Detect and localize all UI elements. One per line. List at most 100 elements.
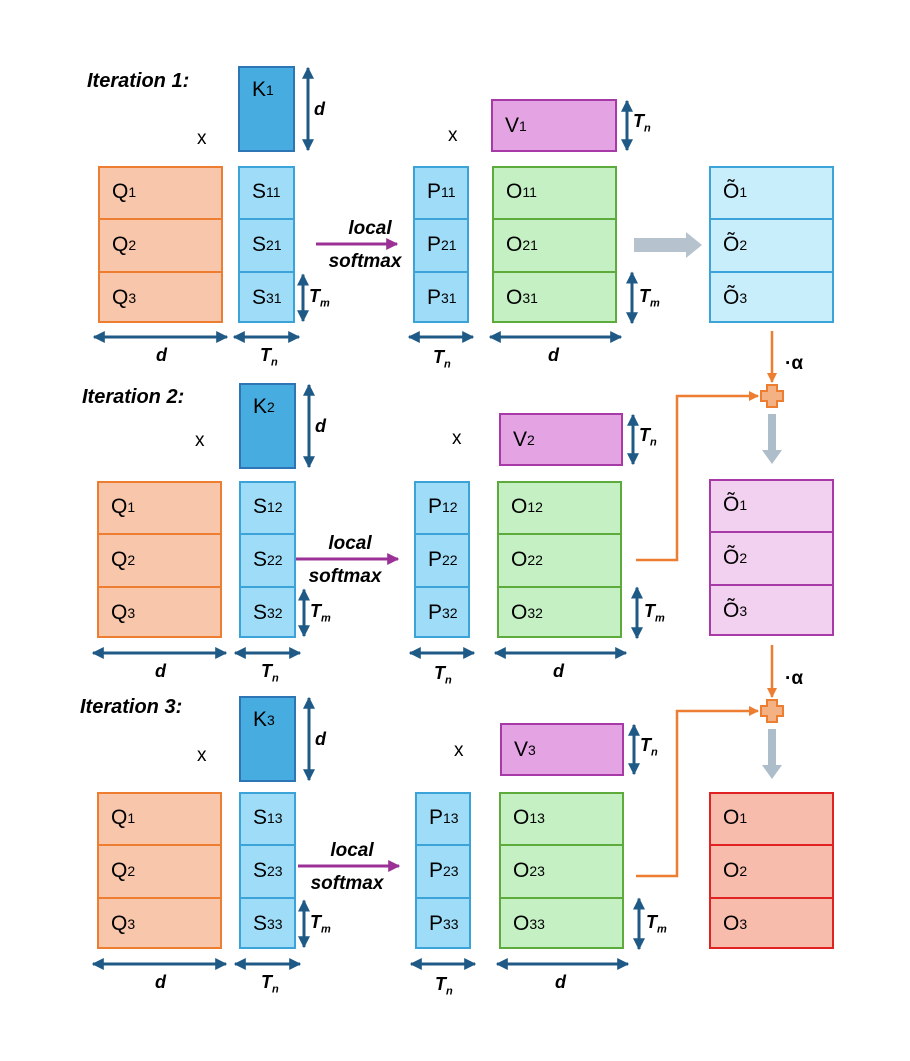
iteration-1-o-dim-label: d xyxy=(548,345,559,366)
iteration-1-q-block-cell-label-base: Q xyxy=(112,233,129,257)
iteration-1-s-block-cell-label-base: S xyxy=(252,180,267,204)
iteration-3-q-block-cell-label-base: Q xyxy=(111,911,128,935)
final-output-block-cell-label-subscript: 3 xyxy=(739,915,748,932)
iteration-2-title: Iteration 2: xyxy=(82,386,184,409)
iteration-2-o-tm-label-T: T xyxy=(644,600,655,621)
iteration-2-o-block-cell-label-base: O xyxy=(511,548,528,572)
iteration-2-o-tm-label: Tm xyxy=(644,601,665,625)
iteration-3-s-dim-label-sub: n xyxy=(272,983,279,996)
iteration-2-o-block-cell-label-subscript: 12 xyxy=(527,499,543,516)
iteration-2-q-block-cell-label-subscript: 3 xyxy=(127,604,136,621)
iteration-3-v-dim-label-T: T xyxy=(640,735,651,755)
iteration-1-s-dim-label: Tn xyxy=(260,345,278,369)
iteration-2-k-dim-label-text: d xyxy=(315,416,326,436)
iteration-2-p-block-cell-label-base: P xyxy=(428,548,443,572)
alpha-label-1-text: ·α xyxy=(785,353,804,374)
iteration-1-o-block-cell-label-base: O xyxy=(506,180,523,204)
iteration-3-k-dim-label-text: d xyxy=(315,729,326,749)
iteration-1-softmax-label-text: softmax xyxy=(328,251,402,272)
iteration-1-s-tm-label-T: T xyxy=(309,285,320,306)
iteration-1-p-dim-label-sub: n xyxy=(444,358,451,371)
iteration-1-s-tm-label-sub: m xyxy=(320,297,330,310)
iteration-2-o-dim-label-text: d xyxy=(553,661,564,681)
iteration-3-s-tm-label-T: T xyxy=(310,911,321,932)
iteration-2-p-block-cell-label-subscript: 32 xyxy=(442,604,458,621)
iteration-3-q-block-cell-label-base: Q xyxy=(111,806,128,830)
iteration-3-times-pv: x xyxy=(454,740,464,762)
iteration-3-o-block-cell-label-subscript: 23 xyxy=(529,863,545,880)
iteration-1-s-dim-label-T: T xyxy=(260,345,271,365)
iteration-2-s-block-cell-label-base: S xyxy=(253,548,268,572)
combine-arrow-2 xyxy=(636,706,759,878)
iteration-3-o-dim-label-text: d xyxy=(555,972,566,992)
alpha-label-2: ·α xyxy=(785,668,803,690)
iteration-2-o-block-cell-label-base: O xyxy=(511,495,528,519)
iteration-3-title-text: Iteration 3: xyxy=(80,696,183,718)
iteration-3-v-block-label-base: V xyxy=(514,737,529,761)
iteration-2-p-block-cell-label-base: P xyxy=(428,495,443,519)
iteration-3-v-dim-label: Tn xyxy=(640,735,658,759)
final-output-block-cell-label-base: O xyxy=(723,806,740,830)
iteration-2-v-dim-label-T: T xyxy=(639,425,650,445)
iteration-2-s-tm-label-T: T xyxy=(310,600,321,621)
otilde-after-iteration-2-block-cell-label-base: Õ xyxy=(723,493,740,517)
iteration-3-s-block-cell-label-subscript: 33 xyxy=(267,915,283,932)
iteration-2-p-dim-label-sub: n xyxy=(445,674,452,687)
iteration-1-s-block-cell-label-base: S xyxy=(252,233,267,257)
otilde-after-iteration-2-block-cell-label-base: Õ xyxy=(723,546,740,570)
iteration-2-q-block-cell-label-base: Q xyxy=(111,600,128,624)
iteration-1-p-block-cell-label-base: P xyxy=(427,233,442,257)
iteration-3-p-block-cell-label-subscript: 33 xyxy=(443,915,459,932)
iteration-1-q-block-cell-label-subscript: 3 xyxy=(128,289,137,306)
final-output-block-cell-label-subscript: 2 xyxy=(739,863,748,880)
iteration-3-times-pv-text: x xyxy=(454,740,464,761)
otilde-after-iteration-1-block-cell-label-base: Õ xyxy=(723,285,740,309)
iteration-2-s-block-cell-label-subscript: 32 xyxy=(267,604,283,621)
iteration-3-softmax-label-text: softmax xyxy=(310,873,384,894)
iteration-1-v-block-label-subscript: 1 xyxy=(519,117,527,134)
iteration-1-v-dim-label-T: T xyxy=(633,111,644,131)
iteration-1-o-block-cell-label-subscript: 31 xyxy=(522,289,538,306)
iteration-2-v-block-label-base: V xyxy=(513,427,528,451)
iteration-1-o-tm-label-T: T xyxy=(639,285,650,306)
iteration-2-p-block-cell-label-subscript: 12 xyxy=(442,499,458,516)
iteration-3-s-block-cell-label-subscript: 13 xyxy=(267,810,283,827)
otilde-after-iteration-1-block-cell-label-base: Õ xyxy=(723,180,740,204)
iteration-1-s-dim-label-sub: n xyxy=(271,356,278,369)
iteration-1-times-qk: x xyxy=(197,128,207,150)
iteration-3-s-tm-label: Tm xyxy=(310,912,331,936)
iteration-3-times-qk-text: x xyxy=(197,745,207,766)
iteration-1-s-block-cell-label-subscript: 31 xyxy=(266,289,282,306)
iteration-2-q-dim-label: d xyxy=(155,661,166,682)
iteration-2-o-block-cell-label-subscript: 32 xyxy=(527,604,543,621)
iteration-3-k-block-label-subscript: 3 xyxy=(267,712,275,728)
iteration-3-p-dim-label: Tn xyxy=(435,974,453,998)
